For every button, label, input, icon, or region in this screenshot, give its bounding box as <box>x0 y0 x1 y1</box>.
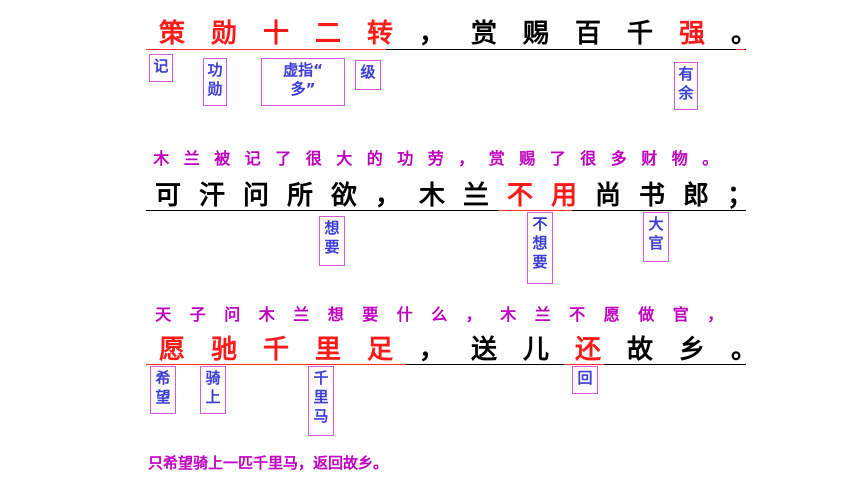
translation-char: ， <box>465 305 482 324</box>
translation-char: 木 <box>500 305 517 324</box>
translation-char: 兰 <box>534 305 551 324</box>
char: 赏 <box>470 19 497 49</box>
char: 汗 <box>198 181 225 211</box>
note-buxiangyao: 不 想 要 <box>527 212 553 284</box>
char: 十 <box>262 19 289 49</box>
char: 尚 <box>594 181 621 211</box>
note-xuzhi-duo: 虚指“ 多” <box>261 58 345 106</box>
translation-char: 赏 <box>488 149 505 168</box>
translation-char: 木 <box>153 149 170 168</box>
char: 还 <box>574 335 601 365</box>
note-gongxun: 功 勋 <box>203 58 227 106</box>
note-youyu: 有 余 <box>674 62 698 110</box>
note-xiangyao: 想 要 <box>319 216 345 266</box>
char: 千 <box>626 19 653 49</box>
translation-2: 天子问木兰想要什么，木兰不愿做官， <box>146 306 733 324</box>
translation-char: 兰 <box>183 149 200 168</box>
char: 转 <box>366 19 393 49</box>
translation-char: 赐 <box>519 149 536 168</box>
translation-char: 兰 <box>293 305 310 324</box>
line-2-underline <box>146 209 746 211</box>
translation-3: 只希望骑上一匹千里马，返回故乡。 <box>148 454 389 472</box>
char: 可 <box>154 181 181 211</box>
char: 。 <box>730 19 757 49</box>
translation-char: 大 <box>336 149 353 168</box>
char: 勋 <box>210 19 237 49</box>
char: 书 <box>638 181 665 211</box>
translation-1: 木兰被记了很大的功劳，赏赐了很多财物。 <box>146 150 726 168</box>
char: 故 <box>626 335 653 365</box>
char: 驰 <box>210 335 237 365</box>
char: ， <box>374 181 401 211</box>
char: 所 <box>286 181 313 211</box>
translation-char: 劳 <box>427 149 444 168</box>
translation-char: ， <box>707 305 724 324</box>
char: ， <box>418 19 445 49</box>
char: 愿 <box>158 335 185 365</box>
char: 郎 <box>682 181 709 211</box>
char: 乡 <box>678 335 705 365</box>
translation-char: 了 <box>549 149 566 168</box>
char: 欲 <box>330 181 357 211</box>
translation-char: 什 <box>396 305 413 324</box>
line-1-underline <box>146 48 746 50</box>
translation-char: 多 <box>610 149 627 168</box>
char: 不 <box>506 181 533 211</box>
char: 百 <box>574 19 601 49</box>
char: 策 <box>158 19 185 49</box>
char: 。 <box>730 335 757 365</box>
note-xiwang: 希 望 <box>150 366 176 414</box>
translation-char: 被 <box>214 149 231 168</box>
char: 兰 <box>462 181 489 211</box>
line-2: 可汗问所欲 ， 木兰不用尚书郎 ； <box>146 182 762 210</box>
char: 儿 <box>522 335 549 365</box>
char: 强 <box>678 19 705 49</box>
char: ， <box>418 335 445 365</box>
translation-char: 物 <box>671 149 688 168</box>
translation-char: 木 <box>258 305 275 324</box>
note-ji-level: 级 <box>355 60 381 90</box>
translation-char: 想 <box>327 305 344 324</box>
char: 里 <box>314 335 341 365</box>
char: 送 <box>470 335 497 365</box>
char: 赐 <box>522 19 549 49</box>
translation-char: 很 <box>580 149 597 168</box>
translation-char: 么 <box>431 305 448 324</box>
translation-char: 愿 <box>603 305 620 324</box>
char: 问 <box>242 181 269 211</box>
translation-char: 记 <box>244 149 261 168</box>
translation-char: 天 <box>155 305 172 324</box>
char: 用 <box>550 181 577 211</box>
translation-char: 问 <box>224 305 241 324</box>
line-1: 策勋十二转 ， 赏赐百千强。 <box>146 20 770 48</box>
note-ji: 记 <box>149 54 173 82</box>
translation-char: 不 <box>569 305 586 324</box>
translation-char: 财 <box>641 149 658 168</box>
char: 木 <box>418 181 445 211</box>
char: 二 <box>314 19 341 49</box>
translation-char: 功 <box>397 149 414 168</box>
note-hui: 回 <box>572 366 598 394</box>
note-qianlima: 千 里 马 <box>308 366 334 436</box>
translation-char: 的 <box>366 149 383 168</box>
note-daguan: 大 官 <box>643 212 669 262</box>
line-3-underline <box>146 363 746 365</box>
translation-char: 。 <box>702 149 719 168</box>
translation-char: 要 <box>362 305 379 324</box>
translation-char: 做 <box>638 305 655 324</box>
translation-char: 了 <box>275 149 292 168</box>
translation-char: 官 <box>672 305 689 324</box>
char: 千 <box>262 335 289 365</box>
translation-char: 子 <box>189 305 206 324</box>
line-3: 愿驰千里足 ， 送儿还故乡。 <box>146 336 770 364</box>
char: ； <box>726 181 753 211</box>
char: 足 <box>366 335 393 365</box>
translation-char: 很 <box>305 149 322 168</box>
note-qishang: 骑 上 <box>200 366 226 414</box>
translation-char: ， <box>458 149 475 168</box>
